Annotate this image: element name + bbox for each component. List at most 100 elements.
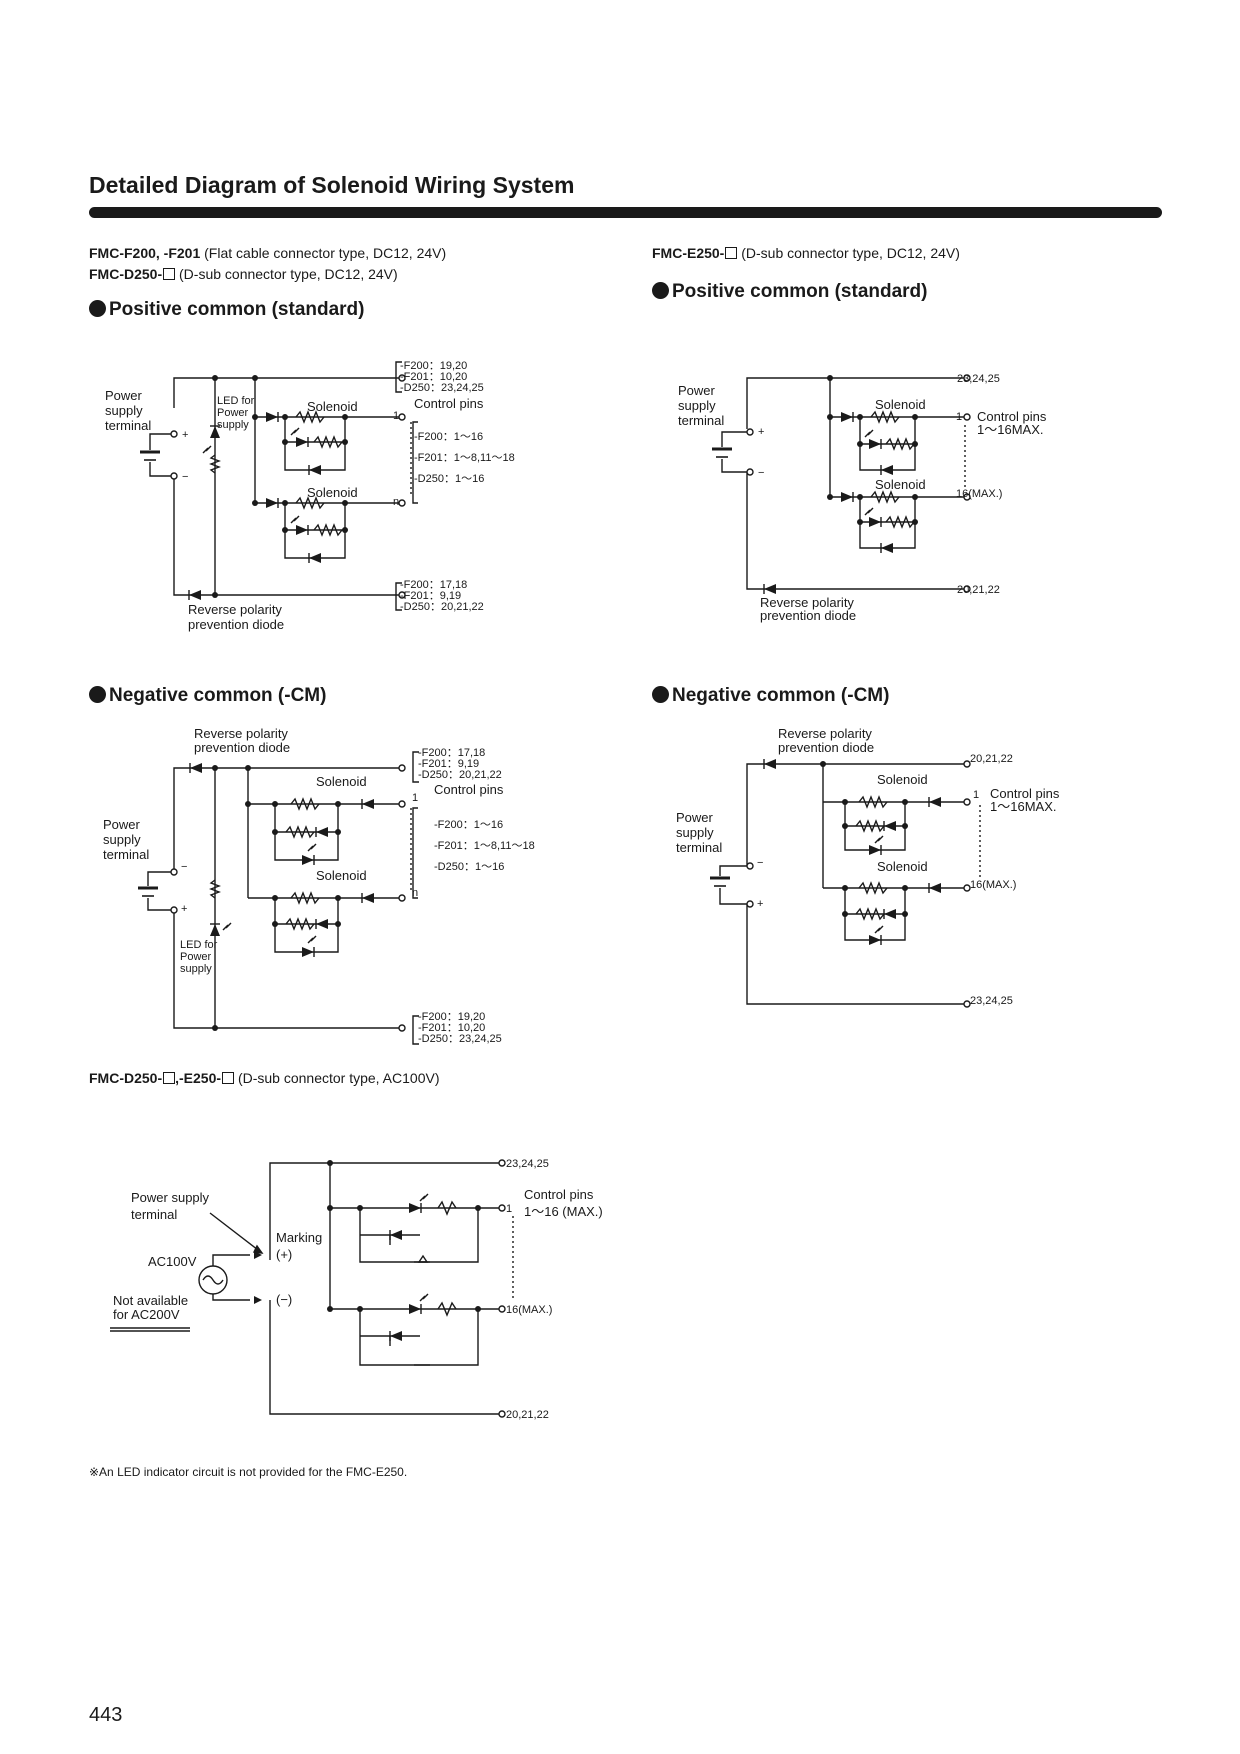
power-supply-label: supply (105, 403, 143, 418)
common-pin-group: -F201：10,20 (418, 1022, 485, 1034)
power-supply-label: terminal (103, 847, 149, 862)
minus-sign: − (181, 861, 187, 873)
power-supply-label: terminal (678, 413, 724, 428)
solenoid-label: Solenoid (307, 485, 358, 500)
square-icon (222, 1072, 235, 1084)
model-name: ,-E250- (175, 1070, 222, 1086)
power-supply-label: terminal (676, 840, 722, 855)
pin-n-label: n (393, 496, 399, 508)
model-desc: (D-sub connector type, DC12, 24V) (179, 266, 398, 282)
common-pins-label: 23,24,25 (957, 373, 1000, 385)
power-supply-label: supply (103, 832, 141, 847)
solenoid-label: Solenoid (307, 399, 358, 414)
footnote: ※An LED indicator circuit is not provide… (89, 1465, 408, 1479)
pin-16max-label: 16(MAX.) (956, 488, 1002, 500)
common-pin-group: -F200：19,20 (418, 1011, 485, 1023)
control-pins-label: Control pins (977, 409, 1047, 424)
common-pin-group: -F201：10,20 (400, 371, 467, 383)
model-desc: (D-sub connector type, AC100V) (237, 1070, 440, 1086)
plus-sign: + (181, 903, 187, 915)
bullet-icon (89, 300, 106, 317)
common-pin-group: -F201：9,19 (418, 758, 479, 770)
section-negative-right: Negative common (-CM) (652, 685, 889, 707)
common-pin-group: -F200：17,18 (418, 747, 485, 759)
not-available-label: for AC200V (113, 1307, 180, 1322)
plus-sign: + (182, 429, 188, 441)
reverse-polarity-label: prevention diode (194, 740, 290, 755)
diagram-ac100v (110, 1159, 514, 1418)
control-pin-group: -F200：1〜16 (434, 819, 503, 831)
solenoid-label: Solenoid (877, 772, 928, 787)
marking-label: Marking (276, 1230, 322, 1245)
pin-1-label: 1 (393, 410, 399, 422)
bullet-icon (652, 282, 669, 299)
control-pin-group: -D250：1〜16 (414, 473, 484, 485)
common-pin-group: -D250：20,21,22 (400, 601, 484, 613)
common-pins-label: 20,21,22 (970, 753, 1013, 765)
diagram-positive-flat (138, 361, 418, 611)
solenoid-label: Solenoid (877, 859, 928, 874)
reverse-polarity-label: Reverse polarity (760, 595, 854, 610)
solenoid-label: Solenoid (875, 397, 926, 412)
pin-1-label: 1 (412, 792, 418, 804)
minus-sign: − (182, 471, 188, 483)
led-label: Power (180, 951, 212, 963)
title-rule (89, 207, 1162, 218)
common-pins-label: 20,21,22 (957, 584, 1000, 596)
model-name: FMC-F200, -F201 (89, 245, 201, 261)
model-line-e250: FMC-E250- (D-sub connector type, DC12, 2… (652, 245, 960, 261)
power-supply-label: supply (676, 825, 714, 840)
common-pin-group: -D250：20,21,22 (418, 769, 502, 781)
page-number: 443 (89, 1704, 123, 1726)
page-title: Detailed Diagram of Solenoid Wiring Syst… (89, 172, 575, 198)
power-supply-label: Power (678, 383, 716, 398)
common-pins-label: 23,24,25 (970, 995, 1013, 1007)
pin-16max-label: 16(MAX.) (970, 879, 1016, 891)
control-pin-group: -F201：1〜8,11〜18 (414, 452, 515, 464)
reverse-polarity-label: prevention diode (778, 740, 874, 755)
solenoid-label: Solenoid (316, 774, 367, 789)
power-supply-label: Power (103, 817, 141, 832)
diagram-negative-e250 (708, 758, 981, 1008)
square-icon (163, 268, 176, 280)
square-icon (163, 1072, 176, 1084)
control-pins-label: Control pins (524, 1187, 594, 1202)
diagram-negative-flat (136, 751, 419, 1045)
control-pins-label: Control pins (414, 396, 484, 411)
reverse-polarity-label: Reverse polarity (188, 602, 282, 617)
ac100v-label: AC100V (148, 1254, 197, 1269)
control-pin-group: -D250：1〜16 (434, 861, 504, 873)
power-supply-label: supply (678, 398, 716, 413)
common-pin-group: -F200：17,18 (400, 579, 467, 591)
common-pin-group: -D250：23,24,25 (400, 382, 484, 394)
model-name: FMC-D250- (89, 266, 163, 282)
led-label: Power (217, 407, 249, 419)
minus-sign: − (758, 467, 764, 479)
model-desc: (Flat cable connector type, DC12, 24V) (204, 245, 447, 261)
common-pin-group: -F201：9,19 (400, 590, 461, 602)
led-label: supply (217, 419, 249, 431)
led-label: LED for (180, 939, 218, 951)
diagram-positive-e250 (710, 374, 971, 595)
control-pin-group: -F201：1〜8,11〜18 (434, 840, 535, 852)
reverse-polarity-label: prevention diode (760, 608, 856, 623)
minus-sign: − (757, 857, 763, 869)
common-pins-label: 23,24,25 (506, 1158, 549, 1170)
common-pins-label: 20,21,22 (506, 1409, 549, 1421)
solenoid-label: Solenoid (875, 477, 926, 492)
common-pin-group: -F200：19,20 (400, 360, 467, 372)
pin-n-label: n (412, 887, 418, 899)
not-available-label: Not available (113, 1293, 188, 1308)
power-supply-label: terminal (105, 418, 151, 433)
model-line-ac: FMC-D250-,-E250- (D-sub connector type, … (89, 1070, 439, 1086)
control-pins-label: Control pins (990, 786, 1060, 801)
common-pin-group: -D250：23,24,25 (418, 1033, 502, 1045)
pin-1-label: 1 (973, 789, 979, 801)
reverse-polarity-label: Reverse polarity (194, 726, 288, 741)
pin-1-label: 1 (506, 1203, 512, 1215)
model-desc: (D-sub connector type, DC12, 24V) (741, 245, 960, 261)
bullet-icon (89, 686, 106, 703)
power-supply-label: Power (105, 388, 143, 403)
model-line-flat: FMC-F200, -F201 (Flat cable connector ty… (89, 245, 446, 261)
